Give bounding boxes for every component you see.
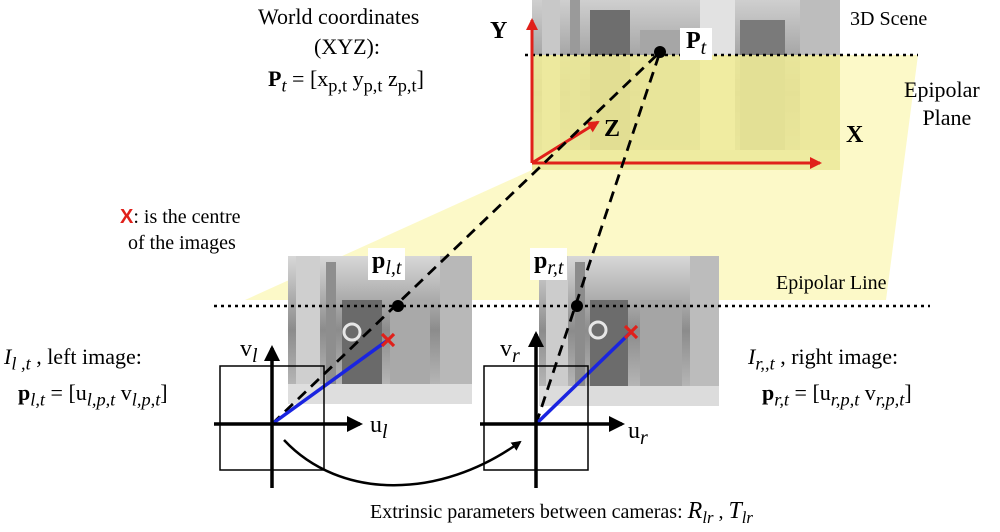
right-point-dot xyxy=(571,300,583,312)
right-centre-marker xyxy=(623,324,639,340)
left-axis-u-label: ul xyxy=(370,412,388,443)
extrinsic-arrow xyxy=(283,439,522,487)
left-axis-v-label: vl xyxy=(240,336,258,367)
left-point-dot xyxy=(392,300,404,312)
right-blue-ray xyxy=(534,330,633,426)
centre-note: X: is the centre of the images xyxy=(120,206,241,254)
axis-z-label: Z xyxy=(604,116,621,142)
right-axis-u-label: ur xyxy=(628,418,648,449)
left-point-equation: pl,t = [ul,p,t vl,p,t] xyxy=(18,380,168,410)
left-image-label: Il ,t , left image: xyxy=(4,344,142,374)
world-point-equation: Pt = [xp,t yp,t zp,t] xyxy=(268,66,424,96)
left-image-photo xyxy=(288,256,472,404)
world-coords-xyz: (XYZ): xyxy=(314,34,380,59)
epipolar-line-label: Epipolar Line xyxy=(776,272,887,294)
right-image-label: Ir,,t , right image: xyxy=(748,344,899,374)
left-centre-marker xyxy=(380,332,396,348)
axis-x-label: X xyxy=(846,122,864,148)
world-coords-title: World coordinates xyxy=(258,4,420,29)
right-point-equation: pr,t = [ur,p,t vr,p,t] xyxy=(762,380,912,410)
scene-title: 3D Scene xyxy=(850,8,928,30)
world-point-label: Pt xyxy=(680,28,713,60)
axis-y-label: Y xyxy=(490,18,508,44)
epipolar-plane-label: Epipolar Plane xyxy=(904,77,980,130)
world-point-dot xyxy=(654,46,666,58)
right-axis-v-label: vr xyxy=(500,336,520,367)
left-blue-ray xyxy=(270,338,390,426)
extrinsic-parameters: Extrinsic parameters between cameras: Rl… xyxy=(370,498,753,527)
centre-note-marker: X xyxy=(120,206,134,228)
epipolar-plane-fill xyxy=(245,55,918,300)
ray-right xyxy=(534,51,662,425)
right-point-label: pr,t xyxy=(530,248,568,280)
left-point-label: pl,t xyxy=(368,248,406,280)
